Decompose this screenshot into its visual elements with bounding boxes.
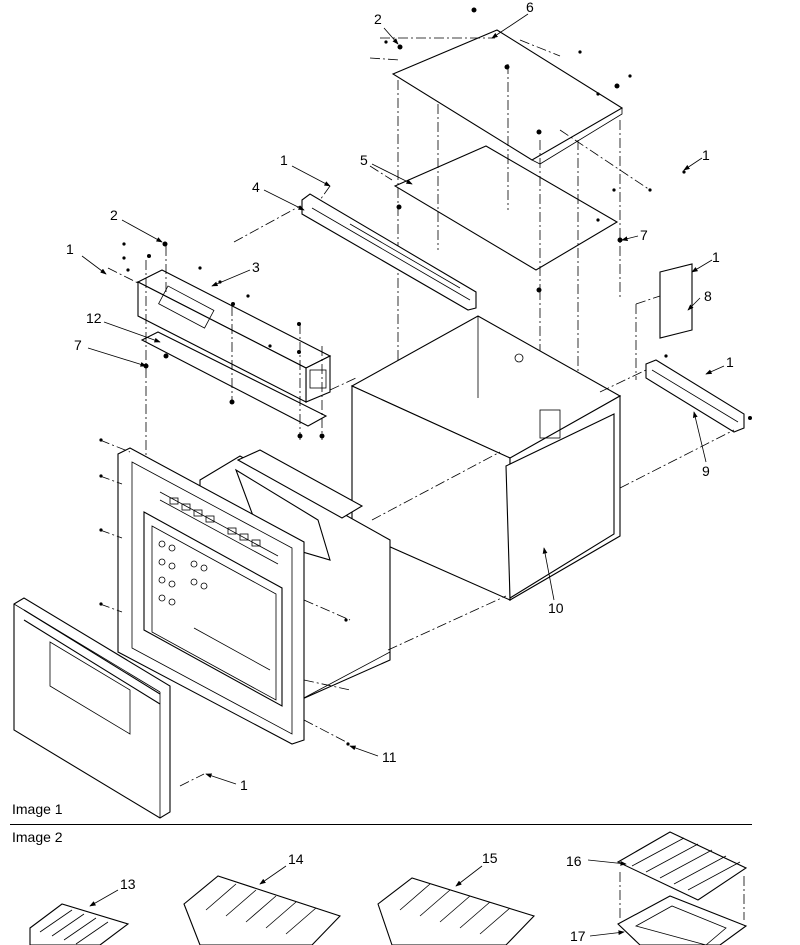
oven-rack-1 <box>183 875 342 945</box>
oven-rack-2 <box>377 877 536 945</box>
insulation-panel <box>393 145 619 271</box>
callout-4: 4 <box>252 179 260 195</box>
callout-17: 17 <box>570 928 586 944</box>
callout-3: 3 <box>252 259 260 275</box>
callout-10: 10 <box>548 600 564 616</box>
callout-2b: 2 <box>110 207 118 223</box>
broil-pan-insert <box>29 903 130 945</box>
section-divider <box>10 824 752 825</box>
callout-labels: 2 6 1 5 1 4 7 2 1 3 12 7 1 8 1 9 10 11 1… <box>66 0 734 944</box>
callout-1f: 1 <box>240 777 248 793</box>
callout-16: 16 <box>566 853 582 869</box>
image-2-caption: Image 2 <box>12 829 63 845</box>
callout-1c: 1 <box>66 241 74 257</box>
rack-supports <box>158 540 208 606</box>
control-panel-buttons <box>169 497 261 547</box>
callout-1e: 1 <box>726 354 734 370</box>
callout-5: 5 <box>360 152 368 168</box>
broiler-pan <box>617 895 748 945</box>
front-frame <box>117 447 305 745</box>
top-screws <box>384 7 686 293</box>
callout-7b: 7 <box>74 337 82 353</box>
leader-lines <box>81 13 725 937</box>
callout-6: 6 <box>526 0 534 15</box>
callout-13: 13 <box>120 876 136 892</box>
frame-guide-lines <box>99 377 507 787</box>
broiler-grid <box>616 831 748 920</box>
rear-rail <box>233 185 477 311</box>
vent-screws <box>122 241 325 439</box>
callout-7a: 7 <box>640 227 648 243</box>
top-cover-panel <box>391 29 624 165</box>
callout-1b: 1 <box>280 152 288 168</box>
side-heat-shield <box>505 413 615 599</box>
callout-11: 11 <box>382 749 397 765</box>
small-side-panel <box>635 263 693 380</box>
callout-12: 12 <box>86 310 102 326</box>
side-rail <box>599 354 752 489</box>
callout-14: 14 <box>288 851 304 867</box>
callout-1d: 1 <box>712 249 720 265</box>
callout-9: 9 <box>702 463 710 479</box>
vent-assembly <box>107 246 332 460</box>
image-1-caption: Image 1 <box>12 801 63 817</box>
callout-2a: 2 <box>374 11 382 27</box>
callout-1a: 1 <box>702 147 710 163</box>
callout-8: 8 <box>704 288 712 304</box>
callout-15: 15 <box>482 850 498 866</box>
oven-door <box>13 597 171 819</box>
